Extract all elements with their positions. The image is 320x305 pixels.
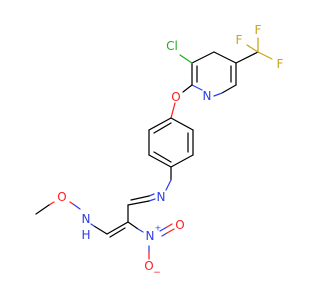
bond bbox=[191, 51, 215, 64]
atom-label-n-imine: N bbox=[157, 190, 166, 204]
pyridine-ring bbox=[191, 51, 237, 97]
molecule-structure: Cl F F F N O N N H O N + O O − bbox=[35, 23, 284, 278]
bond bbox=[153, 122, 172, 134]
bond bbox=[153, 151, 172, 163]
atom-label-f-top: F bbox=[255, 23, 262, 37]
structure-canvas: Cl F F F N O N N H O N + O O − bbox=[35, 23, 284, 278]
atom-label-o-nitro-bottom: O bbox=[144, 259, 153, 273]
bond bbox=[221, 84, 237, 94]
bond bbox=[165, 179, 172, 191]
bond bbox=[48, 201, 55, 206]
bond bbox=[213, 92, 223, 97]
trifluoromethyl-group bbox=[235, 37, 273, 64]
atom-label-f-right: F bbox=[277, 57, 284, 71]
charge-minus-oxygen: − bbox=[153, 268, 161, 278]
bond bbox=[93, 225, 108, 235]
bond bbox=[127, 221, 139, 230]
bond bbox=[179, 54, 193, 64]
bond bbox=[246, 44, 259, 53]
charge-plus-nitro: + bbox=[155, 224, 162, 233]
bond bbox=[170, 117, 194, 131]
atom-label-n-nitro: N bbox=[146, 229, 155, 243]
bond bbox=[257, 51, 273, 60]
atom-label-n-pyridine: N bbox=[203, 89, 212, 103]
bond bbox=[170, 154, 194, 168]
bond bbox=[35, 204, 50, 215]
bond bbox=[148, 198, 156, 202]
atom-label-o-ether: O bbox=[171, 90, 180, 104]
bond bbox=[213, 51, 237, 64]
atom-label-f-mid: F bbox=[236, 33, 243, 47]
atom-label-h-amine: H bbox=[81, 228, 90, 242]
bond bbox=[166, 228, 175, 234]
bond bbox=[148, 193, 155, 197]
atom-label-n-amine: N bbox=[82, 212, 91, 226]
bond bbox=[130, 195, 150, 201]
bond bbox=[137, 228, 144, 233]
atom-label-o-nitro-right: O bbox=[175, 218, 184, 232]
bond bbox=[106, 221, 129, 235]
bond bbox=[148, 154, 172, 168]
bond bbox=[191, 84, 203, 91]
bond bbox=[161, 232, 168, 237]
bond bbox=[90, 223, 95, 227]
bond bbox=[159, 226, 168, 232]
bond bbox=[127, 200, 150, 206]
bond bbox=[182, 84, 193, 93]
benzene-ring bbox=[148, 117, 194, 168]
bond bbox=[72, 203, 81, 210]
bond bbox=[166, 223, 173, 228]
bond bbox=[170, 102, 176, 119]
bond bbox=[235, 51, 259, 64]
bond bbox=[148, 117, 172, 131]
atom-label-cl: Cl bbox=[166, 39, 178, 53]
bond bbox=[109, 227, 126, 238]
atom-label-o-methoxy: O bbox=[57, 190, 66, 204]
bond bbox=[69, 201, 74, 205]
